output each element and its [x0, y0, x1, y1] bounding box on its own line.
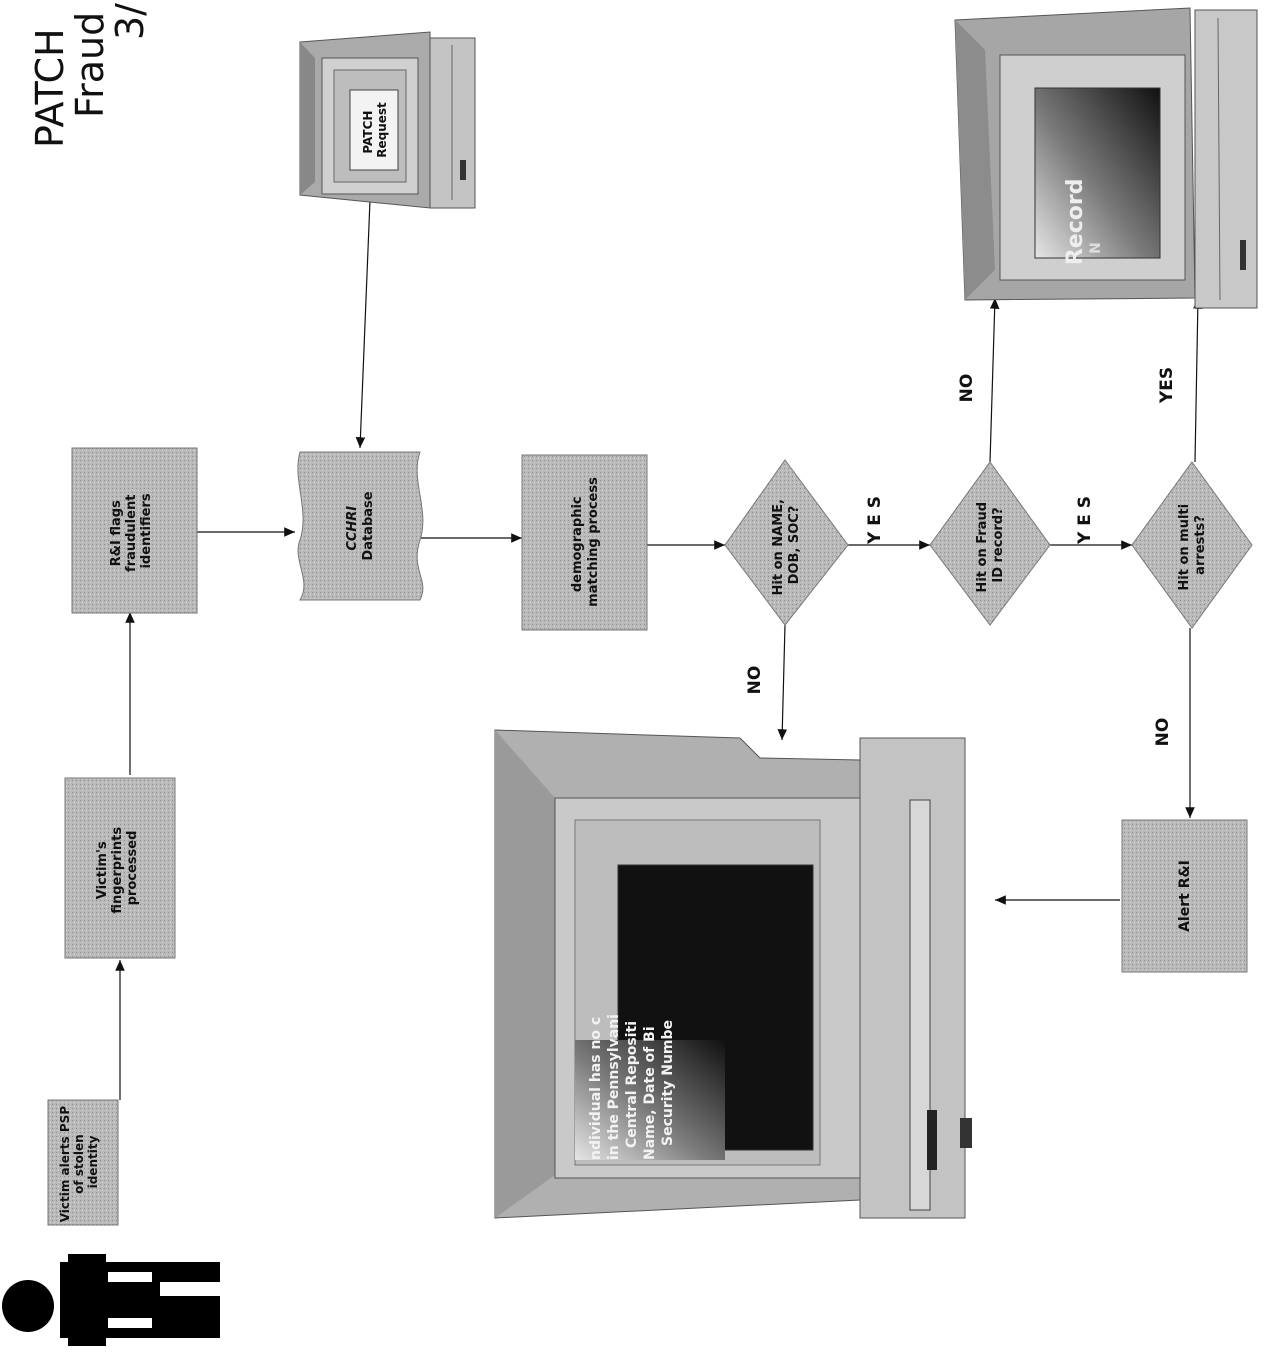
edge-hitfraud-no — [989, 297, 1000, 463]
svg-text:Victim alerts PSP of s: Victim alerts PSP of stolen identity — [58, 1102, 100, 1223]
alert-ri-line-1: Alert R&I — [1177, 860, 1193, 932]
patch-request-line-2: Request — [375, 102, 389, 158]
edge-label-yes-1: Y E S — [865, 496, 885, 545]
node-fingerprints: Victim's fingerprints processed — [64, 777, 176, 959]
node-letter-monitor: ndividual has no c in the Pennsylvani Ce… — [494, 729, 972, 1219]
edge-label-no-left: NO — [745, 666, 765, 695]
edge-label-yes-2: Y E S — [1075, 496, 1095, 545]
edge-label-yes-right: YES — [1157, 367, 1177, 404]
svg-text:Hit on multi arrests?: Hit on multi arrests? — [1177, 499, 1208, 590]
letter-screen-line-2: in the Pennsylvani — [606, 1014, 622, 1160]
svg-text:Hit on Fraud ID record: Hit on Fraud ID record? — [975, 497, 1006, 592]
node-demographic-matching: demographic matching process — [521, 454, 648, 631]
patch-request-line-1: PATCH — [361, 111, 375, 154]
svg-text:Alert R&I: Alert R&I — [1177, 860, 1193, 932]
victim-alerts-line-3: identity — [86, 1135, 100, 1188]
svg-text:PATCH Request: PATCH Request — [361, 102, 389, 158]
decision-hit-fraud: Hit on Fraud ID record? — [929, 461, 1051, 626]
letter-screen-line-4: Name, Date of Bi — [642, 1026, 658, 1160]
edge-label-no-bottom: NO — [1153, 718, 1173, 747]
victim-alerts-line-1: Victim alerts PSP — [58, 1106, 72, 1223]
edge-patch-to-cchri — [355, 199, 371, 449]
svg-text:ndividual has no c in: ndividual has no c in the Pennsylvani Ce… — [588, 1009, 676, 1160]
letter-screen-line-3: Central Repositi — [624, 1021, 640, 1148]
node-record-monitor: Record N — [954, 7, 1258, 309]
hit-fraud-line-2: ID record? — [991, 507, 1006, 582]
person-figure-icon — [2, 1254, 224, 1346]
ri-flags-line-3: identifiers — [139, 493, 154, 568]
edge-hitmulti-yes — [1193, 297, 1203, 463]
svg-text:Victim's fingerprints: Victim's fingerprints processed — [95, 822, 140, 913]
node-alert-ri: Alert R&I — [1121, 819, 1248, 973]
svg-text:demographic matching p: demographic matching process — [570, 477, 601, 607]
svg-text:CCHRI Database: CCHRI Database — [345, 491, 376, 560]
letter-screen-line-1: ndividual has no c — [588, 1017, 604, 1160]
ri-flags-line-1: R&I flags — [109, 500, 124, 566]
fingerprints-line-1: Victim's — [95, 841, 110, 899]
hit-fraud-line-1: Hit on Fraud — [975, 502, 990, 593]
fingerprints-line-3: processed — [125, 831, 140, 906]
connectors — [115, 199, 1203, 1100]
cchri-line-2: Database — [361, 491, 376, 560]
edge-label-no-top: NO — [957, 374, 977, 403]
hit-name-line-2: DOB, SOC? — [787, 506, 802, 585]
node-cchri-database: CCHRI Database — [297, 451, 424, 601]
decision-hit-multi: Hit on multi arrests? — [1131, 461, 1253, 629]
letter-screen-line-5: Security Numbe — [660, 1020, 676, 1146]
hit-multi-line-2: arrests? — [1193, 515, 1208, 575]
hit-name-line-1: Hit on NAME, — [771, 499, 786, 595]
svg-text:Hit on NAME, DOB, SOC?: Hit on NAME, DOB, SOC? — [771, 494, 802, 595]
demographic-line-2: matching process — [586, 477, 601, 607]
node-ri-flags: R&I flags fraudulent identifiers — [71, 447, 198, 614]
svg-text:Record N: Record N — [1063, 171, 1104, 265]
node-patch-request-monitor: PATCH Request — [299, 31, 476, 209]
record-screen-line-1: Record — [1063, 179, 1088, 266]
decision-hit-name: Hit on NAME, DOB, SOC? — [724, 459, 849, 626]
cchri-line-1: CCHRI — [345, 506, 360, 551]
record-screen-line-2: N — [1088, 242, 1104, 254]
ri-flags-line-2: fraudulent — [124, 495, 139, 572]
victim-alerts-line-2: of stolen — [72, 1134, 86, 1194]
fingerprints-line-2: fingerprints — [110, 827, 125, 914]
svg-text:R&I flags fraudulent: R&I flags fraudulent identifiers — [109, 490, 154, 572]
node-victim-alerts: Victim alerts PSP of stolen identity — [47, 1099, 119, 1226]
hit-multi-line-1: Hit on multi — [1177, 504, 1192, 591]
demographic-line-1: demographic — [570, 496, 585, 592]
edge-hitname-no — [777, 624, 788, 741]
